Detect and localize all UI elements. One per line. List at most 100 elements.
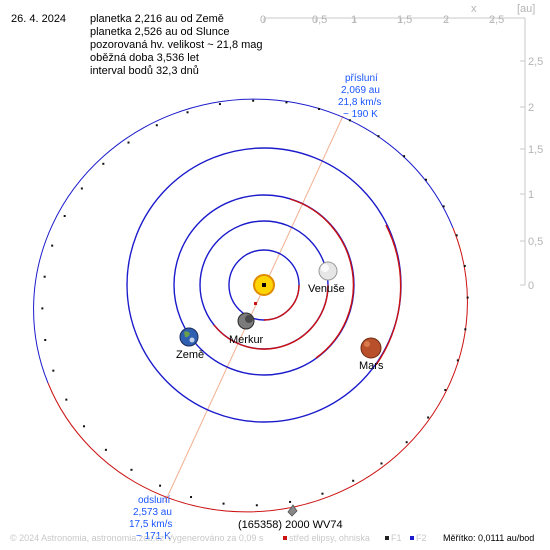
orbit-dot xyxy=(104,448,107,451)
legend-f1-swatch xyxy=(385,536,389,541)
venus-orbit-red-arc xyxy=(213,284,329,350)
orbit-dot xyxy=(427,416,430,419)
x-tick-label: 1,5 xyxy=(397,14,412,26)
orbit-dot xyxy=(352,479,355,482)
perihelion-title: přísluní xyxy=(345,73,378,84)
mercury-orbit-red-arc xyxy=(263,284,300,321)
y-tick-label: 1,5 xyxy=(528,144,543,156)
orbit-dot xyxy=(444,389,447,392)
mars-orbit-red-arc xyxy=(375,224,402,366)
orbit-dot xyxy=(403,155,406,158)
aphelion-label: odsluní 2,573 au 17,5 km/s ~ 171 K xyxy=(129,495,172,542)
distance-from-earth: planetka 2,216 au od Země xyxy=(90,13,224,25)
aphelion-title: odsluní xyxy=(138,495,170,506)
legend-center: střed elipsy, ohniska xyxy=(283,533,370,543)
ellipse-center-marker xyxy=(254,302,257,305)
venus-planet xyxy=(318,261,338,281)
sun xyxy=(253,274,275,296)
axes: 0 0,5 1 1,5 2 2,5 2,5 2 1,5 1 0,5 0 x [au] xyxy=(260,3,543,292)
y-tick-label: 2 xyxy=(528,102,534,114)
orbit-dot xyxy=(159,484,162,487)
aphelion-speed: 17,5 km/s xyxy=(129,519,172,530)
earth-label: Země xyxy=(176,349,204,361)
orbit-dot xyxy=(52,369,55,372)
orbit-dot xyxy=(83,425,86,428)
orbit-dot xyxy=(380,462,383,465)
asteroid-name: (165358) 2000 WV74 xyxy=(238,519,343,531)
orbit-dot xyxy=(463,265,466,268)
aphelion-distance: 2,573 au xyxy=(133,507,172,518)
orbit-dot xyxy=(424,178,427,181)
earth-orbit-red-arc xyxy=(289,198,355,359)
orbit-dot xyxy=(102,162,105,165)
y-tick-label: 2,5 xyxy=(528,56,543,68)
legend-f1: F1 xyxy=(385,533,402,543)
asteroid-info: planetka 2,216 au od Země planetka 2,526… xyxy=(90,13,263,78)
earth-planet xyxy=(179,327,199,347)
orbit-dot xyxy=(321,492,324,495)
legend-center-swatch xyxy=(283,536,287,541)
y-tick-label: 0 xyxy=(528,280,534,292)
orbit-dot xyxy=(455,234,458,237)
observed-magnitude: pozorovaná hv. velikost ~ 21,8 mag xyxy=(90,39,263,51)
distance-from-sun: planetka 2,526 au od Slunce xyxy=(90,26,230,38)
perihelion-temperature: ~ 190 K xyxy=(343,109,378,120)
orbital-period: oběžná doba 3,536 let xyxy=(90,52,199,64)
orbit-dot xyxy=(63,214,66,217)
asteroid-orbit-blue xyxy=(33,98,454,384)
orbit-dot xyxy=(186,111,189,114)
x-axis-label: x xyxy=(471,3,477,15)
orbit-dot xyxy=(44,338,47,341)
legend-f2-swatch xyxy=(410,536,414,541)
orbit-dot xyxy=(456,359,459,362)
orbit-dot xyxy=(222,502,225,505)
perihelion-distance: 2,069 au xyxy=(341,85,380,96)
mars-planet xyxy=(360,337,382,359)
orbit-red-arcs xyxy=(213,198,402,366)
venus-label: Venuše xyxy=(308,283,345,295)
x-tick-label: 0 xyxy=(260,14,266,26)
orbit-dot xyxy=(127,141,130,144)
asteroid-marker xyxy=(287,504,298,517)
x-tick-label: 1 xyxy=(351,14,357,26)
y-tick-label: 0,5 xyxy=(528,236,543,248)
asteroid-orbit-red xyxy=(47,227,468,513)
orbit-dot xyxy=(65,398,68,401)
orbit-dot xyxy=(442,205,445,208)
x-tick-label: 2,5 xyxy=(489,14,504,26)
orbit-dot xyxy=(51,244,54,247)
orbit-dot xyxy=(41,307,44,310)
legend-f2: F2 xyxy=(410,533,427,543)
orbit-dot xyxy=(255,504,258,507)
date-label: 26. 4. 2024 xyxy=(11,13,67,25)
legend-center-label: střed elipsy, ohniska xyxy=(289,533,370,543)
mercury-planet xyxy=(237,312,255,330)
orbit-dot xyxy=(348,119,351,122)
unit-label: [au] xyxy=(517,3,535,15)
orbit-dot xyxy=(190,496,193,499)
orbit-dot xyxy=(285,101,288,104)
perihelion-speed: 21,8 km/s xyxy=(338,97,381,108)
orbit-dot xyxy=(252,99,255,102)
orbit-dot xyxy=(289,500,292,503)
aphelion-temperature: ~ 171 K xyxy=(136,531,171,542)
point-interval: interval bodů 32,3 dnů xyxy=(90,65,199,77)
orbit-dot xyxy=(130,468,133,471)
orbit-dot xyxy=(80,187,83,190)
y-tick-label: 1 xyxy=(528,189,534,201)
x-tick-label: 2 xyxy=(443,14,449,26)
orbit-dot xyxy=(377,135,380,138)
orbit-dot xyxy=(405,441,408,444)
orbit-dot xyxy=(317,107,320,110)
orbit-dot xyxy=(155,124,158,127)
legend-f1-label: F1 xyxy=(391,533,402,543)
footer-credit: © 2024 Astronomia, astronomia.zcu.cz Vyg… xyxy=(10,533,264,543)
perihelion-label: přísluní 2,069 au 21,8 km/s ~ 190 K xyxy=(338,73,381,120)
x-tick-label: 0,5 xyxy=(312,14,327,26)
orbit-dot xyxy=(464,328,467,331)
apsis-line xyxy=(164,115,344,503)
legend-f2-label: F2 xyxy=(416,533,427,543)
orbit-dot xyxy=(218,103,221,106)
mercury-label: Merkur xyxy=(229,334,264,346)
